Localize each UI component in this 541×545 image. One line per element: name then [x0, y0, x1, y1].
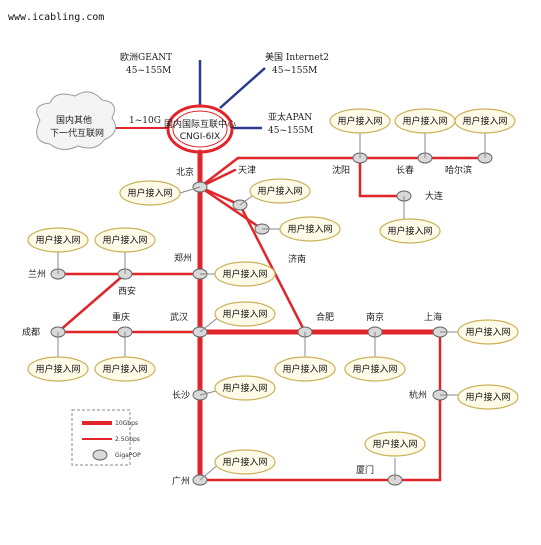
city-hefei: 合肥 [316, 311, 334, 323]
center-line1: 国内国际互联中心 [164, 118, 236, 130]
city-chengdu: 成都 [22, 326, 40, 338]
legend-node: GigaPOP [115, 452, 141, 459]
cloud-line1: 国内其他 [56, 114, 92, 126]
city-dalian: 大连 [425, 190, 443, 202]
access-label: 用户接入网 [462, 115, 507, 127]
access-label: 用户接入网 [337, 115, 382, 127]
access-label: 用户接入网 [35, 363, 80, 375]
access-label: 用户接入网 [387, 225, 432, 237]
access-label: 用户接入网 [102, 234, 147, 246]
city-hangzhou: 杭州 [409, 389, 427, 401]
city-shanghai: 上海 [424, 311, 442, 323]
intl-geant-speed: 45~155M [126, 66, 171, 76]
city-nanjing: 南京 [366, 311, 384, 323]
access-label: 用户接入网 [222, 382, 267, 394]
international-links [110, 60, 266, 130]
city-beijing: 北京 [176, 166, 194, 178]
intl-apan-name: 亚太APAN [268, 111, 312, 123]
intl-geant-name: 欧洲GEANT [120, 51, 172, 63]
access-label: 用户接入网 [257, 185, 302, 197]
cngi-6ix-center: 国内国际互联中心 CNGI-6IX [164, 104, 236, 154]
access-label: 用户接入网 [402, 115, 447, 127]
access-bubble-labels: 用户接入网 用户接入网 用户接入网 用户接入网 用户接入网 用户接入网 用户接入… [35, 115, 510, 468]
domestic-cloud: 国内其他 下一代互联网 [36, 91, 117, 150]
city-changsha: 长沙 [172, 389, 190, 401]
city-zhengzhou: 郑州 [174, 252, 192, 264]
access-bubbles [27, 108, 519, 475]
city-lanzhou: 兰州 [28, 268, 46, 280]
access-label: 用户接入网 [127, 187, 172, 199]
access-label: 用户接入网 [222, 456, 267, 468]
city-tianjin: 天津 [238, 165, 256, 176]
cloud-line2: 下一代互联网 [50, 128, 104, 139]
city-xian: 西安 [118, 285, 136, 297]
access-label: 用户接入网 [372, 438, 417, 450]
website-label: www.icabling.com [8, 12, 104, 23]
city-changchun: 长春 [396, 164, 414, 176]
intl-internet2-speed: 45~155M [272, 66, 317, 76]
access-label: 用户接入网 [465, 326, 510, 338]
city-xiamen: 厦门 [356, 464, 374, 476]
access-label: 用户接入网 [465, 391, 510, 403]
access-label: 用户接入网 [282, 363, 327, 375]
city-chongqing: 重庆 [112, 311, 130, 323]
access-label: 用户接入网 [287, 223, 332, 235]
city-jinan: 济南 [288, 253, 306, 265]
legend: 10Gbps 2.5Gbps GigaPOP [71, 409, 141, 466]
domestic-speed: 1~10G [129, 116, 161, 126]
city-wuhan: 武汉 [170, 311, 188, 323]
intl-internet2-name: 美国 Internet2 [265, 51, 329, 63]
legend-thick: 10Gbps [115, 420, 138, 427]
access-label: 用户接入网 [352, 363, 397, 375]
city-shenyang: 沈阳 [332, 164, 350, 176]
access-label: 用户接入网 [222, 308, 267, 320]
access-label: 用户接入网 [222, 268, 267, 280]
legend-thin: 2.5Gbps [115, 436, 140, 443]
center-line2: CNGI-6IX [180, 132, 220, 142]
city-harbin: 哈尔滨 [445, 164, 472, 176]
city-labels: 北京 天津 沈阳 长春 哈尔滨 大连 济南 郑州 兰州 西安 成都 重庆 武汉 … [22, 164, 472, 487]
access-label: 用户接入网 [102, 363, 147, 375]
city-guangzhou: 广州 [172, 475, 190, 487]
access-label: 用户接入网 [35, 234, 80, 246]
intl-apan-speed: 45~155M [268, 126, 313, 136]
